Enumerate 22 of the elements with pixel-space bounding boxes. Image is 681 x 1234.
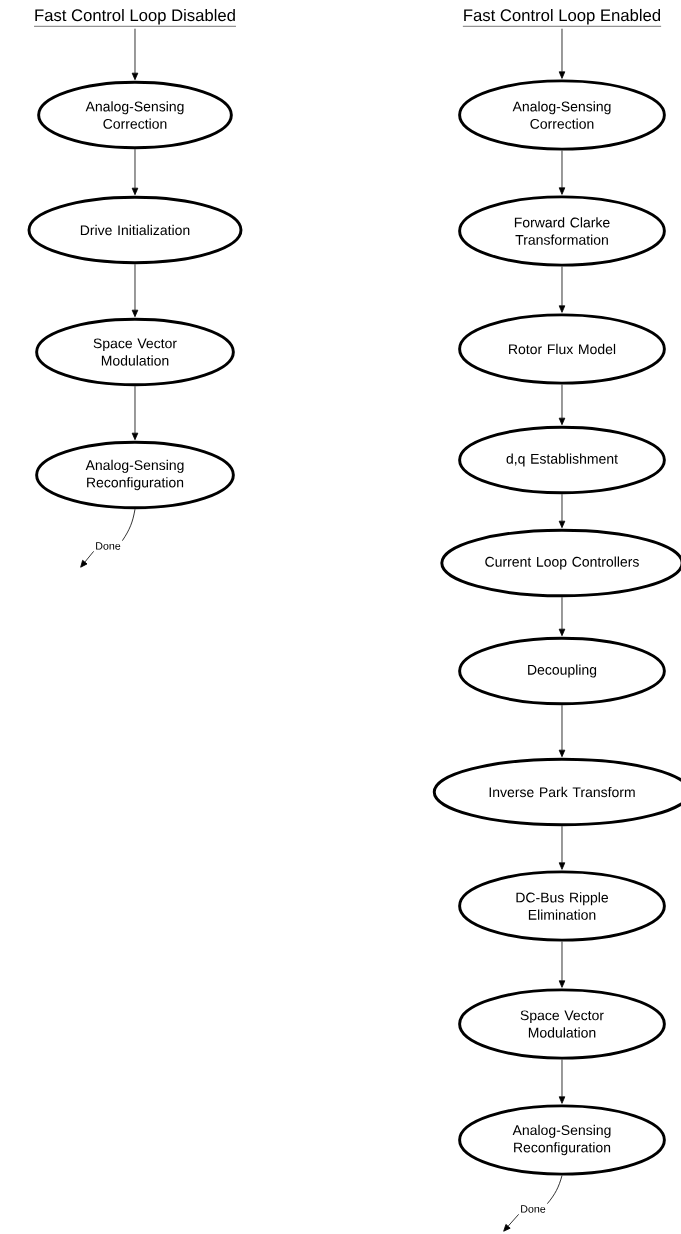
arrow	[558, 384, 566, 426]
arrow	[80, 550, 95, 568]
heading: Fast Control Loop Disabled	[33, 8, 237, 27]
done-label: Done	[96, 542, 121, 550]
arrow	[558, 28, 566, 79]
leader-line	[546, 1175, 563, 1205]
arrow	[558, 704, 566, 758]
arrow	[558, 596, 566, 637]
heading: Fast Control Loop Enabled	[462, 8, 662, 27]
arrow	[558, 941, 566, 988]
arrow	[558, 825, 566, 870]
arrow	[558, 150, 566, 195]
done-label: Done	[521, 1205, 546, 1213]
arrow	[558, 266, 566, 313]
arrow	[131, 263, 139, 318]
arrow	[558, 493, 566, 529]
arrow	[131, 28, 139, 81]
arrow	[503, 1213, 520, 1232]
leader-line	[121, 508, 136, 542]
arrow	[558, 1059, 566, 1104]
arrow	[131, 148, 139, 196]
arrow	[131, 385, 139, 441]
